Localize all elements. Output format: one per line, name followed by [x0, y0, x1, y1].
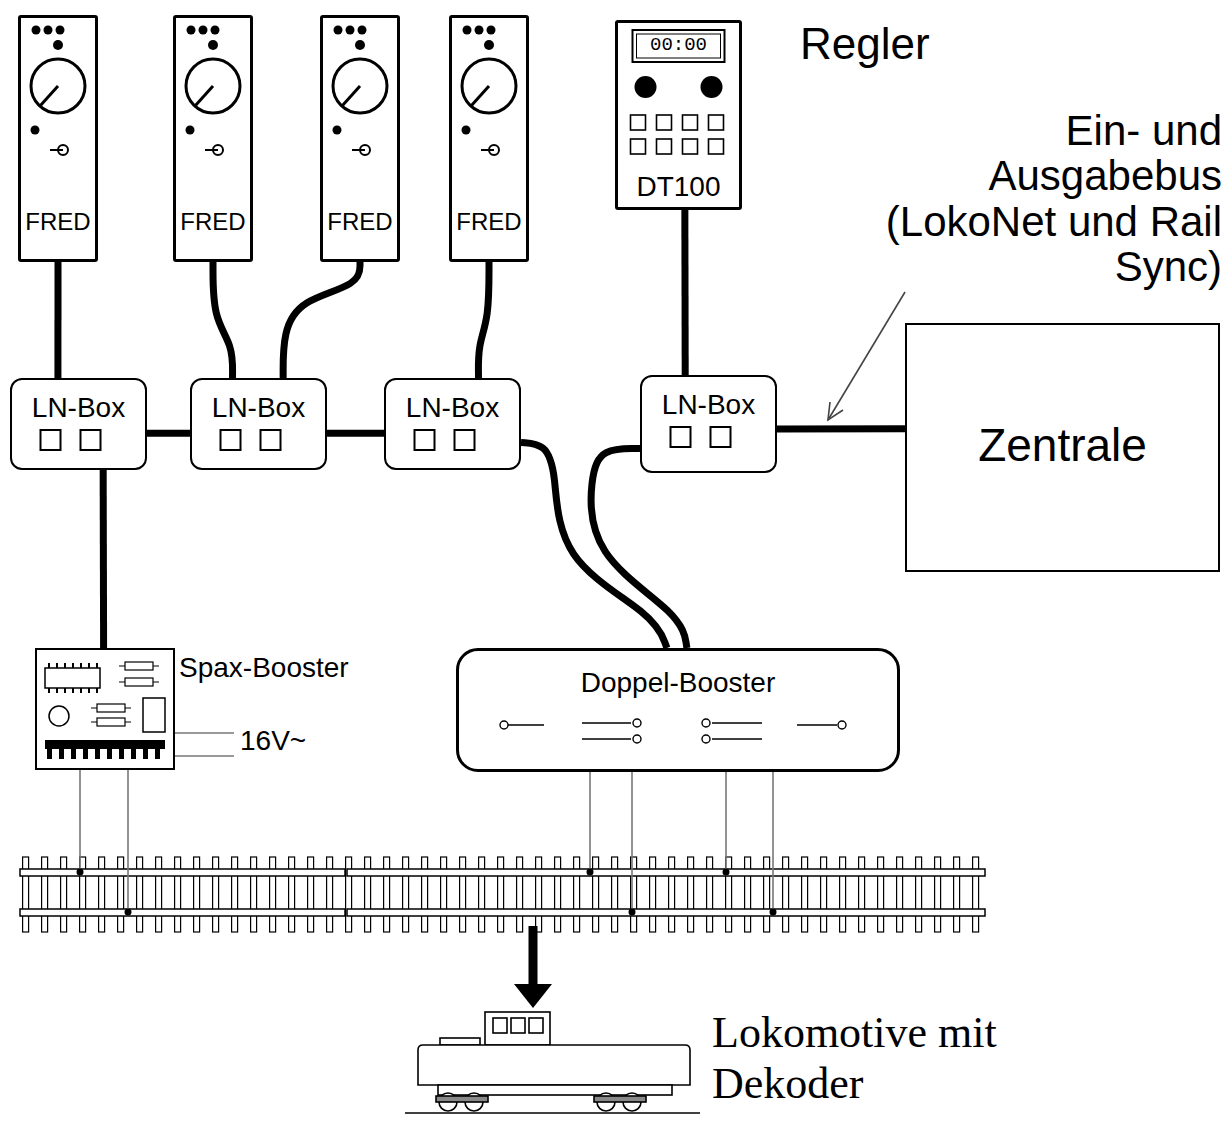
power-supply-label: 16V~ — [240, 726, 306, 756]
track — [20, 856, 985, 934]
bus-cable — [54, 262, 61, 378]
node-label: DT100 — [636, 171, 720, 203]
spax-artwork — [37, 650, 173, 768]
bus-leader-arrow — [828, 292, 905, 420]
fred-handheld: FRED — [320, 15, 400, 262]
bus-cable — [478, 262, 489, 378]
node-label: Doppel-Booster — [581, 667, 776, 699]
ln-box: LN-Box — [190, 378, 327, 470]
spax-booster: Spax-Booster — [35, 648, 175, 770]
ln-box: LN-Box — [384, 378, 521, 470]
bus-cable — [681, 210, 688, 375]
fred-handheld: FRED — [449, 15, 529, 262]
bus-cable — [283, 262, 360, 378]
bus-cable — [213, 262, 233, 378]
bus-cable — [327, 430, 384, 437]
node-label: FRED — [180, 208, 245, 236]
locomotive-label: Lokomotive mit Dekoder — [712, 1008, 1012, 1109]
node-label: FRED — [456, 208, 521, 236]
ln-box: LN-Box — [10, 378, 147, 470]
booster-label: Spax-Booster — [179, 652, 349, 684]
dt100-throttle: 00:00DT100 — [615, 20, 742, 210]
node-label: Zentrale — [978, 419, 1147, 472]
central-unit: Zentrale — [905, 323, 1220, 572]
node-label: LN-Box — [406, 392, 499, 424]
track-to-loco-arrow — [514, 926, 552, 1008]
node-label: LN-Box — [32, 392, 125, 424]
bus-label: Ein- und Ausgabebus (LokoNet und Rail Sy… — [862, 108, 1222, 289]
bus-cable — [591, 448, 687, 648]
double-booster: Doppel-Booster — [456, 648, 900, 772]
locomotive — [405, 1012, 700, 1113]
bus-cable — [100, 470, 107, 648]
node-label: FRED — [327, 208, 392, 236]
feed-points — [77, 869, 777, 916]
ln-box: LN-Box — [640, 375, 777, 473]
node-label: LN-Box — [212, 392, 305, 424]
node-label: FRED — [25, 208, 90, 236]
clock-display: 00:00 — [650, 35, 707, 57]
fred-handheld: FRED — [18, 15, 98, 262]
node-label: LN-Box — [662, 389, 755, 421]
group-heading: Regler — [800, 20, 930, 68]
bus-cable — [147, 430, 190, 437]
fred-handheld: FRED — [173, 15, 253, 262]
bus-cable — [777, 425, 905, 432]
